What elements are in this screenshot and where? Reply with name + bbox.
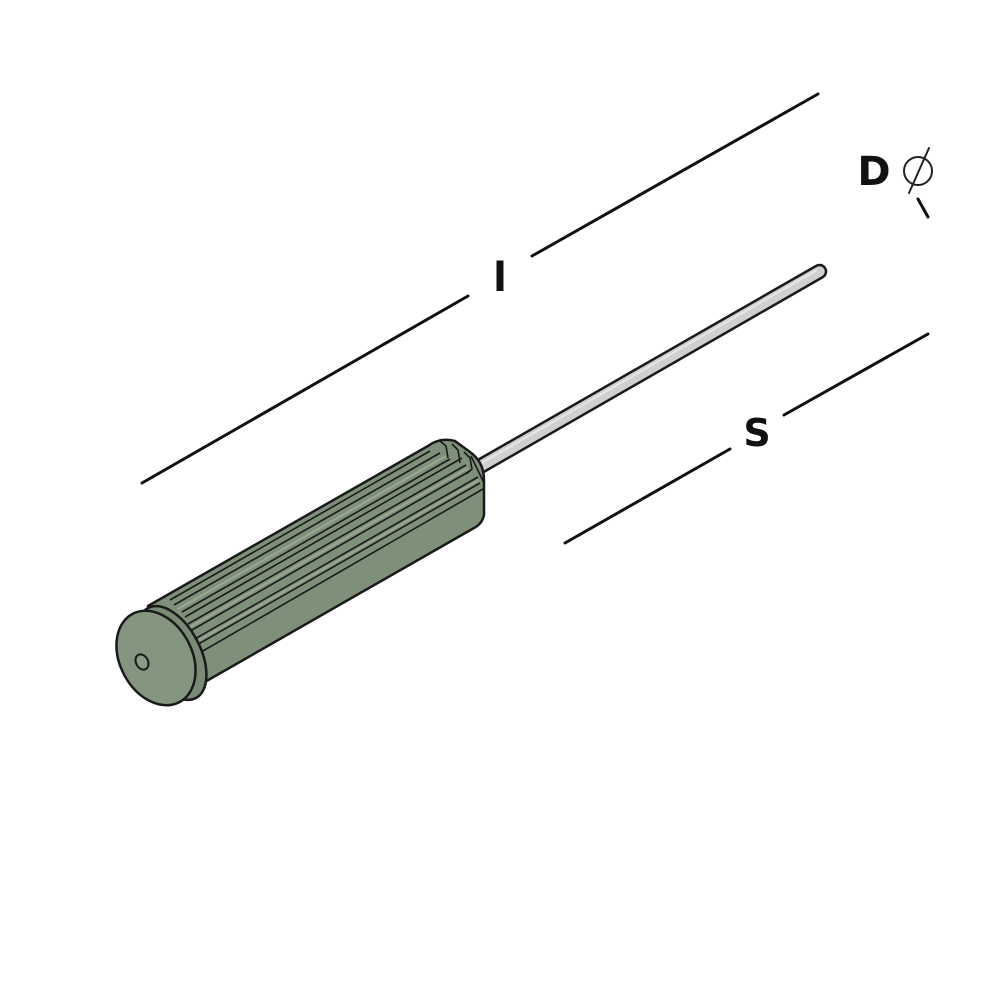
diameter-leader-tick <box>916 197 930 219</box>
tool-handle <box>115 438 486 707</box>
overall-length-line-lower <box>140 294 470 485</box>
shaft-length-dimension: S <box>563 332 930 545</box>
end-cap-hole-icon <box>134 653 150 671</box>
shaft-diameter-label: D <box>857 149 890 195</box>
handle-flutes <box>169 450 484 656</box>
tool-shaft <box>474 263 828 475</box>
shaft-length-label: S <box>743 411 770 455</box>
handle-end-cap <box>115 609 197 707</box>
handle-flute-highlights <box>177 455 480 644</box>
handle-back-end <box>439 440 485 484</box>
diameter-symbol-icon <box>903 147 933 194</box>
shaft-length-line-upper <box>782 332 930 417</box>
shaft-diameter-dimension: D <box>857 147 933 219</box>
overall-length-label: l <box>493 255 507 301</box>
overall-length-line-upper <box>530 92 820 258</box>
overall-length-dimension: l <box>140 92 820 485</box>
shaft-length-line-lower <box>563 447 732 545</box>
